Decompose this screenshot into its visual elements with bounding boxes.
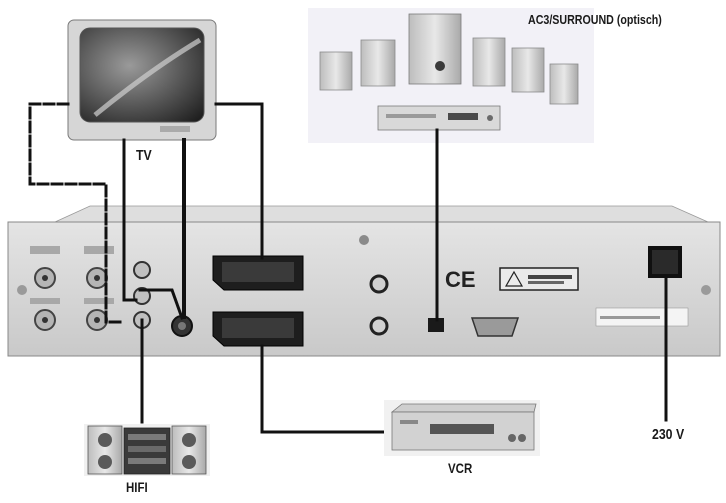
power-socket-icon xyxy=(648,246,682,278)
hifi-stereo-icon xyxy=(84,424,210,476)
svg-text:CE: CE xyxy=(445,267,476,292)
surround-label: AC3/SURROUND (optisch) xyxy=(528,12,662,27)
vcr-icon xyxy=(384,400,540,456)
receiver-icon: CE xyxy=(8,206,720,356)
hifi-label: HIFI xyxy=(126,479,148,495)
vcr-label: VCR xyxy=(448,460,472,476)
tv-label: TV xyxy=(136,147,152,164)
rs232-port xyxy=(472,318,518,336)
av-amplifier-icon xyxy=(378,106,500,130)
tv-icon xyxy=(68,20,216,140)
surround-system xyxy=(308,8,594,143)
vcr-cable xyxy=(262,346,388,432)
power-voltage-label: 230 V xyxy=(652,426,684,443)
ce-mark-icon: CE xyxy=(445,267,476,292)
